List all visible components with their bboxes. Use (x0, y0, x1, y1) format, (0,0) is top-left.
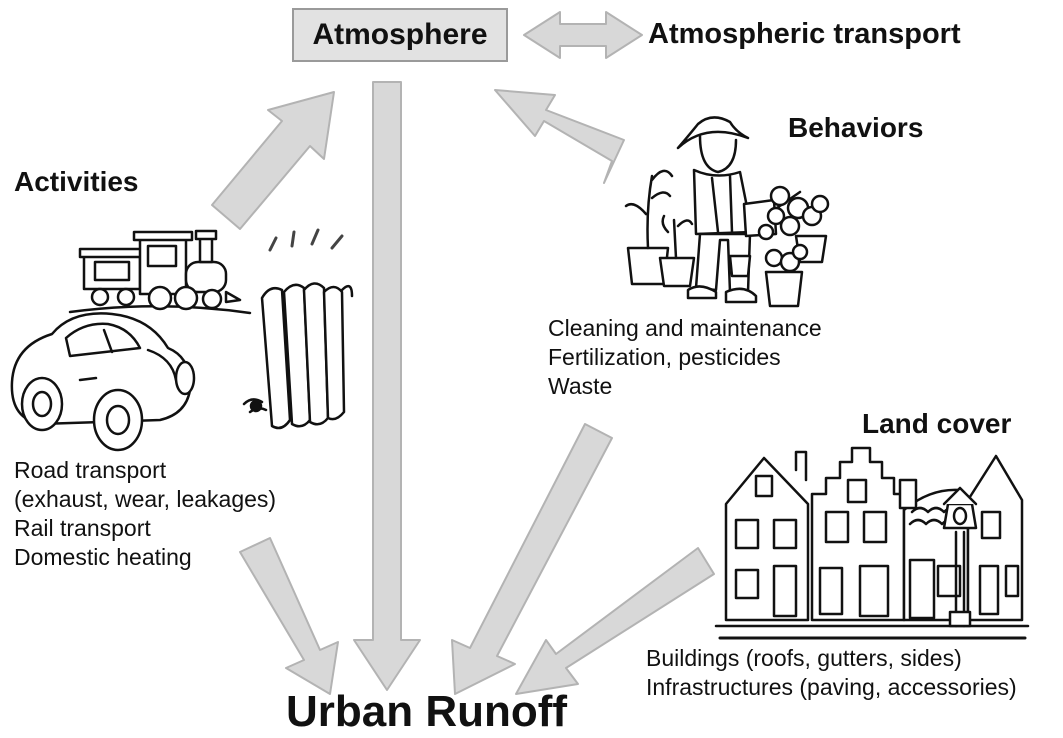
arrow-atmosphere-to-runoff (353, 81, 421, 691)
houses-icon (714, 446, 1030, 640)
behaviors-item: Fertilization, pesticides (548, 344, 781, 370)
arrow-activities-to-runoff (239, 537, 339, 695)
behaviors-list: Cleaning and maintenance Fertilization, … (548, 314, 822, 401)
land-cover-list: Buildings (roofs, gutters, sides) Infras… (646, 644, 1017, 702)
activities-item: Domestic heating (14, 544, 192, 570)
arrow-landcover-to-runoff (515, 547, 715, 695)
train-icon (68, 229, 252, 315)
arrow-activities-to-atmosphere (211, 91, 335, 230)
atmospheric-transport-label: Atmospheric transport (648, 18, 961, 50)
radiator-icon (242, 228, 354, 430)
behaviors-heading: Behaviors (788, 112, 924, 143)
activities-heading: Activities (14, 166, 139, 197)
behaviors-item: Cleaning and maintenance (548, 315, 822, 341)
atmosphere-label: Atmosphere (312, 18, 488, 51)
activities-item: (exhaust, wear, leakages) (14, 486, 277, 512)
atmospheric-transport-double-arrow (523, 11, 643, 59)
land-cover-item: Buildings (roofs, gutters, sides) (646, 645, 962, 671)
arrow-behaviors-to-runoff (451, 423, 613, 695)
car-icon (10, 312, 196, 452)
activities-item: Road transport (14, 457, 167, 483)
behaviors-item: Waste (548, 373, 613, 399)
gardener-icon (624, 116, 830, 308)
land-cover-item: Infrastructures (paving, accessories) (646, 674, 1017, 700)
street-lamp-icon (942, 486, 978, 628)
activities-list: Road transport (exhaust, wear, leakages)… (14, 456, 276, 572)
urban-runoff-title: Urban Runoff (286, 687, 568, 736)
atmosphere-box: Atmosphere (292, 8, 508, 62)
activities-item: Rail transport (14, 515, 151, 541)
arrow-behaviors-to-atmosphere (494, 89, 625, 184)
land-cover-heading: Land cover (862, 408, 1012, 439)
